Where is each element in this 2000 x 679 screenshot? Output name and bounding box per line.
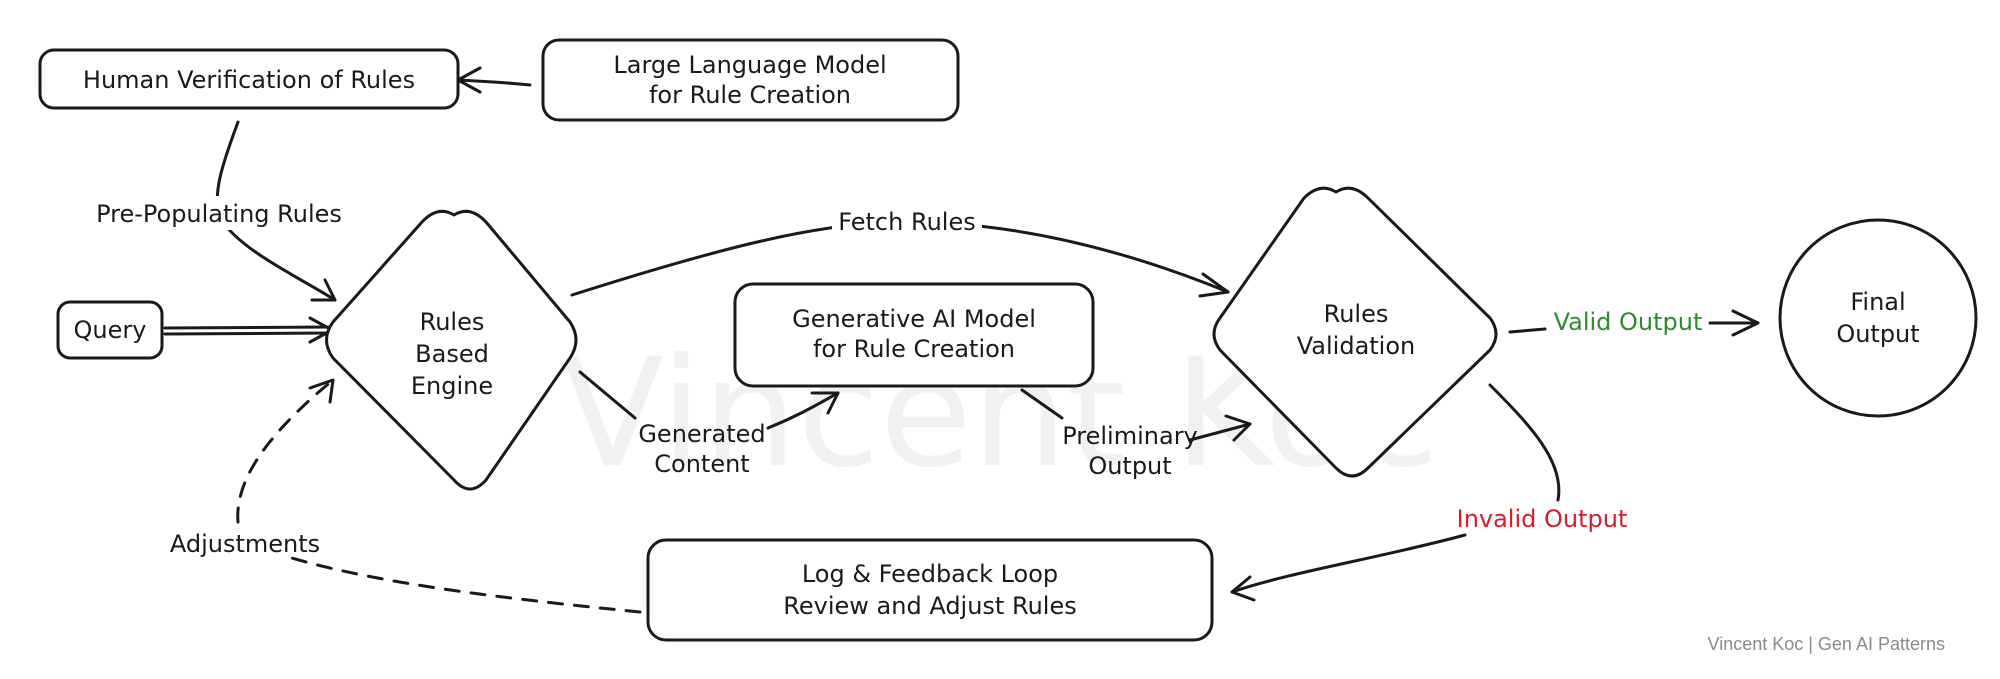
fetch-rules-text: Fetch Rules — [838, 208, 975, 236]
generated-content-line-2: Content — [654, 450, 749, 478]
label-adjustments: Adjustments — [170, 530, 320, 558]
edge-genai-to-validation — [1020, 388, 1252, 442]
label-valid-output: Valid Output — [1554, 308, 1703, 336]
rules-validation-label-line-1: Rules — [1324, 300, 1389, 328]
label-preliminary-output: Preliminary Output — [1062, 422, 1198, 480]
node-log-feedback: Log & Feedback Loop Review and Adjust Ru… — [646, 538, 1214, 642]
invalid-output-text: Invalid Output — [1457, 505, 1628, 533]
human-verification-label: Human Verification of Rules — [83, 66, 415, 94]
final-output-label-line-2: Output — [1836, 320, 1919, 348]
edge-query-to-engine — [163, 316, 334, 344]
edge-log-to-engine — [236, 378, 642, 614]
log-feedback-label-line-1: Log & Feedback Loop — [802, 560, 1058, 588]
generated-content-line-1: Generated — [638, 420, 765, 448]
label-pre-populating-rules: Pre-Populating Rules — [88, 196, 350, 230]
label-generated-content: Generated Content — [638, 420, 765, 478]
node-query: Query — [56, 300, 164, 360]
node-rules-engine: Rules Based Engine — [325, 209, 578, 491]
genai-label-line-2: for Rule Creation — [813, 335, 1015, 363]
credit-text: Vincent Koc | Gen AI Patterns — [1708, 634, 1945, 654]
preliminary-output-line-2: Output — [1088, 452, 1171, 480]
final-output-label-line-1: Final — [1850, 288, 1905, 316]
node-final-output: Final Output — [1778, 218, 1978, 418]
rules-validation-label-line-2: Validation — [1297, 332, 1416, 360]
preliminary-output-line-1: Preliminary — [1062, 422, 1198, 450]
rules-engine-label-line-1: Rules — [420, 308, 485, 336]
node-rules-validation: Rules Validation — [1212, 186, 1498, 478]
rules-engine-label-line-2: Based — [415, 340, 489, 368]
valid-output-text: Valid Output — [1554, 308, 1703, 336]
node-genai-model: Generative AI Model for Rule Creation — [733, 282, 1095, 388]
edge-llm-to-human — [456, 66, 532, 94]
pre-populating-rules-text: Pre-Populating Rules — [96, 200, 342, 228]
query-label: Query — [74, 316, 147, 344]
log-feedback-label-line-2: Review and Adjust Rules — [783, 592, 1076, 620]
rules-engine-label-line-3: Engine — [411, 372, 493, 400]
llm-label-line-1: Large Language Model — [613, 51, 886, 79]
genai-label-line-1: Generative AI Model — [792, 305, 1036, 333]
adjustments-text: Adjustments — [170, 530, 320, 558]
label-invalid-output: Invalid Output — [1457, 505, 1628, 533]
edge-engine-to-genai — [578, 370, 840, 430]
llm-label-line-2: for Rule Creation — [649, 81, 851, 109]
label-fetch-rules: Fetch Rules — [832, 204, 982, 238]
edge-validation-to-log — [1230, 383, 1561, 602]
node-human-verification: Human Verification of Rules — [38, 48, 460, 110]
node-llm-rule-creation: Large Language Model for Rule Creation — [541, 38, 960, 122]
edge-validation-to-final — [1508, 309, 1760, 337]
